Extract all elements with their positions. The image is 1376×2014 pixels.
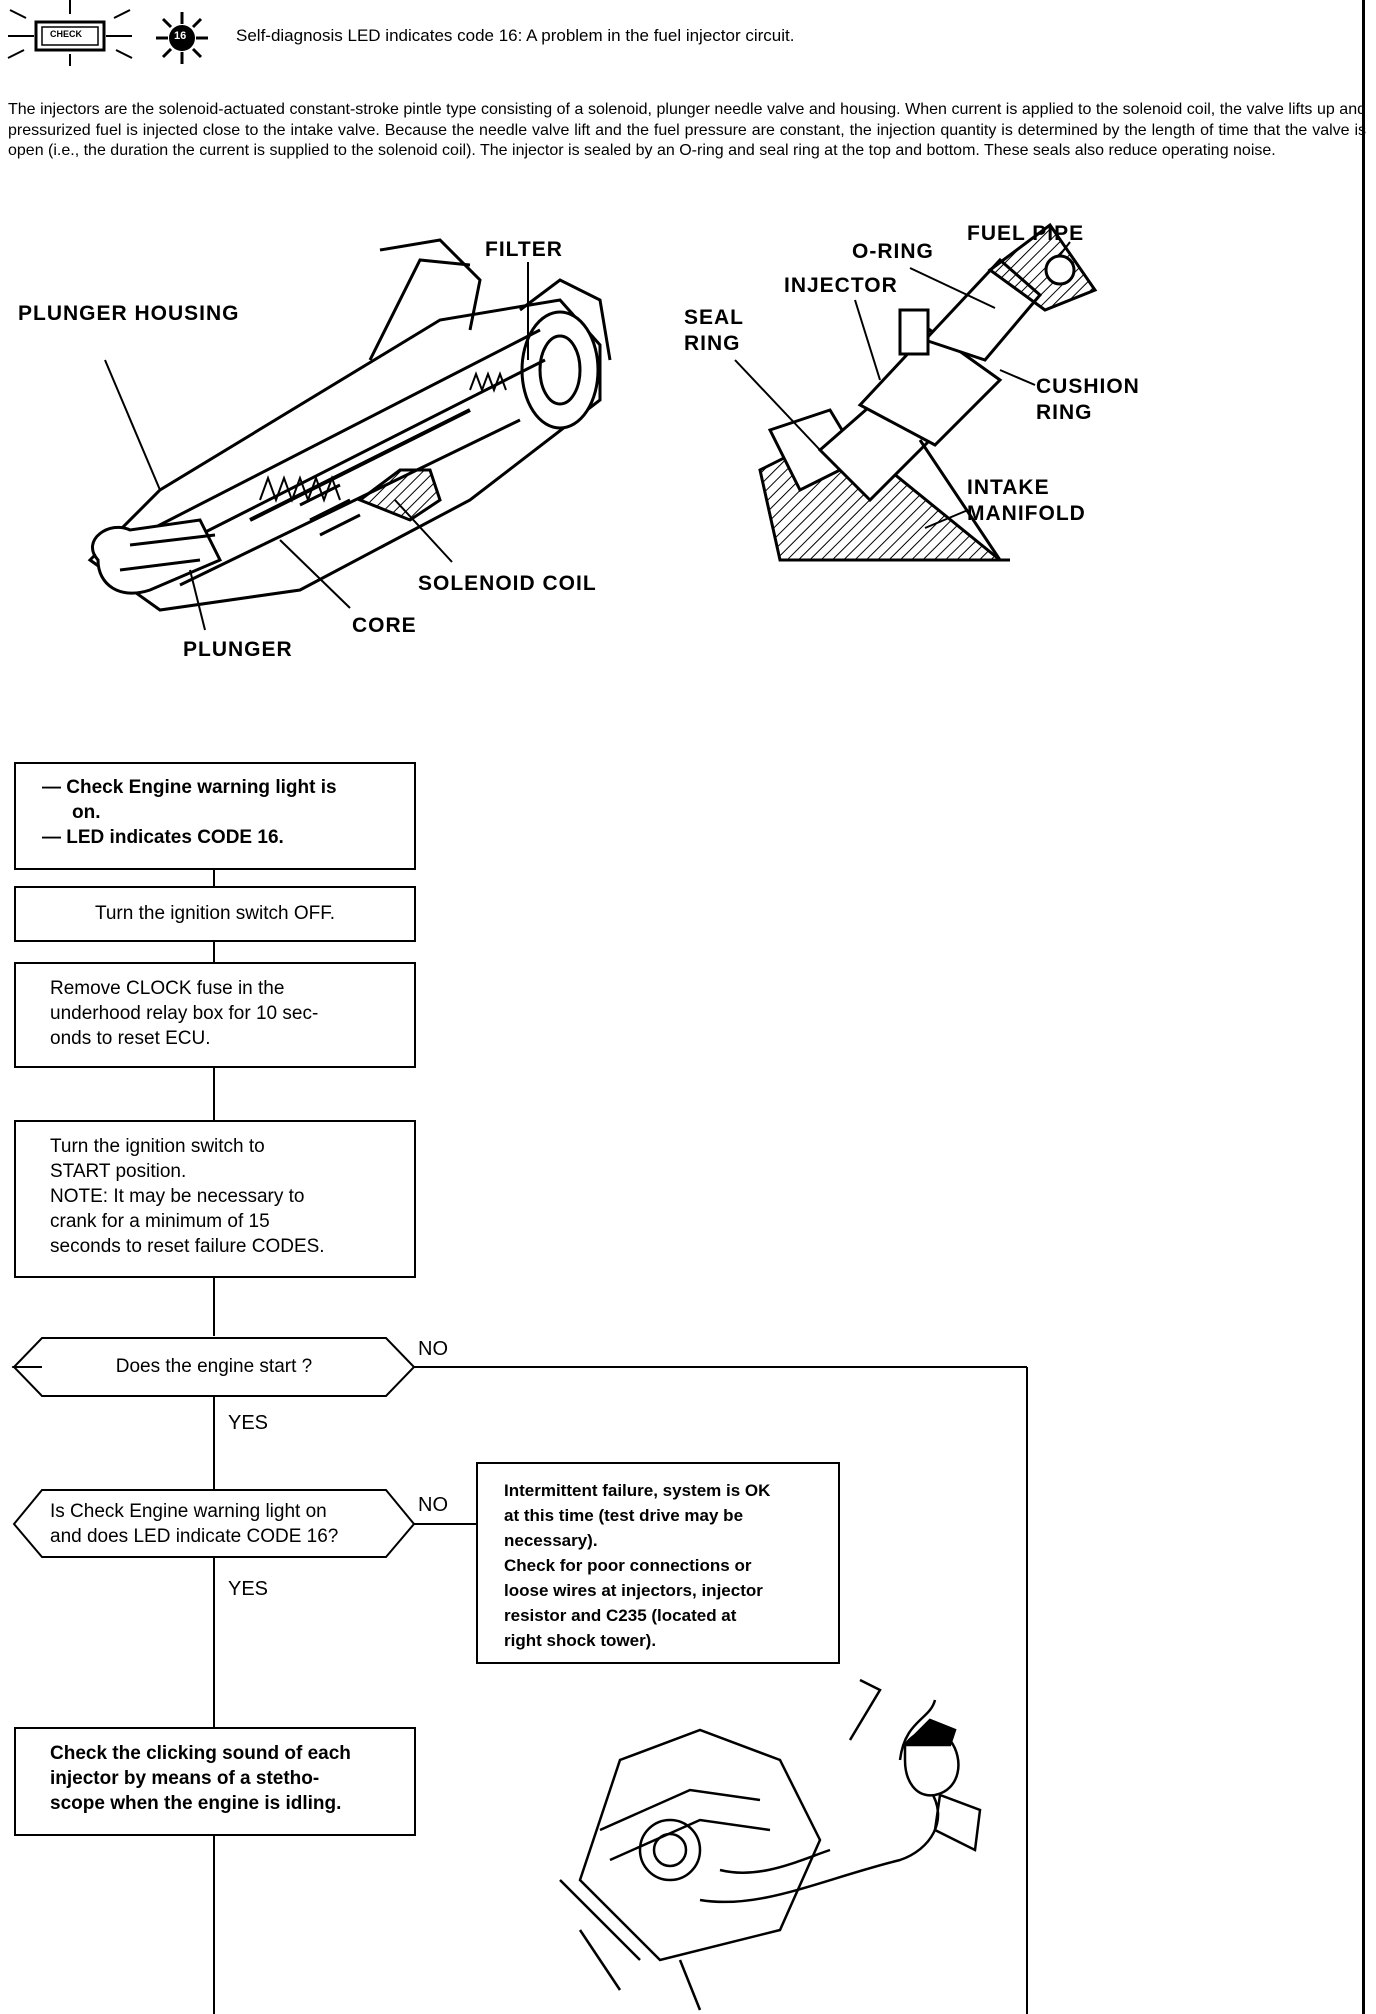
led-code-icon: 16 (152, 10, 212, 66)
intermittent-line-3: necessary). (504, 1531, 598, 1550)
page-title: Self-diagnosis LED indicates code 16: A … (236, 26, 795, 45)
injector-leader-lines (104, 262, 529, 631)
intermittent-line-2: at this time (test drive may be (504, 1506, 744, 1525)
label-fuel-pipe: FUEL PIPE (967, 222, 1085, 245)
step-remove-fuse-box: Remove CLOCK fuse in the underhood relay… (14, 962, 416, 1068)
mount-leader-lines (734, 241, 1071, 529)
led-icon-label: 16 (174, 30, 187, 42)
start-step-line-4: crank for a minimum of 15 (50, 1211, 270, 1232)
label-cushion-ring-1: CUSHION (1036, 375, 1140, 398)
step-click-sound-box: Check the clicking sound of each injecto… (14, 1727, 416, 1836)
label-plunger: PLUNGER (183, 638, 293, 661)
step-ignition-off-text: Turn the ignition switch OFF. (94, 903, 336, 924)
mounted-injector (758, 222, 1098, 562)
label-solenoid-coil: SOLENOID COIL (418, 572, 597, 595)
step-ignition-off-box: Turn the ignition switch OFF. (14, 886, 416, 942)
intermittent-failure-box: Intermittent failure, system is OK at th… (476, 1462, 840, 1664)
decision-led-shape (12, 1489, 416, 1558)
intro-paragraph: The injectors are the solenoid-actuated … (8, 101, 1366, 159)
decision-led-line-1: Is Check Engine warning light on (50, 1501, 327, 1522)
decision-start-no: NO (418, 1338, 448, 1360)
start-step-line-1: Turn the ignition switch to (50, 1136, 265, 1157)
intermittent-line-6: resistor and C235 (located at (504, 1606, 737, 1625)
intermittent-line-5: loose wires at injectors, injector (504, 1581, 763, 1600)
check-icon-label: CHECK (50, 29, 83, 39)
decision-led-line-2: and does LED indicate CODE 16? (50, 1526, 339, 1547)
intermittent-line-7: right shock tower). (504, 1631, 657, 1650)
flow-start-box: — Check Engine warning light is on. — LE… (14, 762, 416, 870)
label-core: CORE (352, 614, 417, 637)
step-start-box: Turn the ignition switch to START positi… (14, 1120, 416, 1278)
decision-start-yes: YES (228, 1412, 269, 1434)
decision-led-no: NO (418, 1494, 448, 1516)
label-o-ring: O-RING (852, 240, 934, 263)
page-edge-rule (1362, 0, 1365, 2014)
flowchart-connectors (213, 870, 1028, 2014)
fuse-line-1: Remove CLOCK fuse in the (50, 978, 285, 999)
fuse-line-2: underhood relay box for 10 sec- (50, 1003, 319, 1024)
intermittent-line-4: Check for poor connections or (504, 1556, 752, 1575)
click-line-1: Check the clicking sound of each (50, 1743, 351, 1764)
label-plunger-housing: PLUNGER HOUSING (18, 302, 240, 325)
label-intake-manifold-1: INTAKE (967, 476, 1050, 499)
engine-stethoscope-illustration (559, 1678, 982, 2011)
fuse-line-3: onds to reset ECU. (50, 1028, 211, 1049)
label-filter: FILTER (485, 238, 563, 261)
decision-led-yes: YES (228, 1578, 269, 1600)
check-engine-icon: CHECK (0, 0, 140, 70)
start-step-line-2: START position. (50, 1161, 187, 1182)
start-line-3: — LED indicates CODE 16. (42, 827, 284, 848)
label-injector: INJECTOR (784, 274, 898, 297)
label-seal-ring-1: SEAL (684, 306, 745, 329)
click-line-2: injector by means of a stetho- (50, 1768, 320, 1789)
label-seal-ring-2: RING (684, 332, 741, 355)
intermittent-line-1: Intermittent failure, system is OK (504, 1481, 771, 1500)
label-cushion-ring-2: RING (1036, 401, 1093, 424)
decision-engine-start-shape (11, 1337, 416, 1397)
decision-engine-start-text: Does the engine start ? (115, 1356, 313, 1377)
click-line-3: scope when the engine is idling. (50, 1793, 342, 1814)
start-step-line-5: seconds to reset failure CODES. (50, 1236, 325, 1257)
start-line-2: on. (72, 802, 101, 823)
start-line-1: — Check Engine warning light is (42, 777, 337, 798)
decision-led-text: Is Check Engine warning light on and doe… (44, 1499, 400, 1549)
injector-cutaway (87, 238, 612, 612)
label-intake-manifold-2: MANIFOLD (967, 502, 1086, 525)
injector-coil-spring (259, 371, 507, 503)
start-step-line-3: NOTE: It may be necessary to (50, 1186, 305, 1207)
